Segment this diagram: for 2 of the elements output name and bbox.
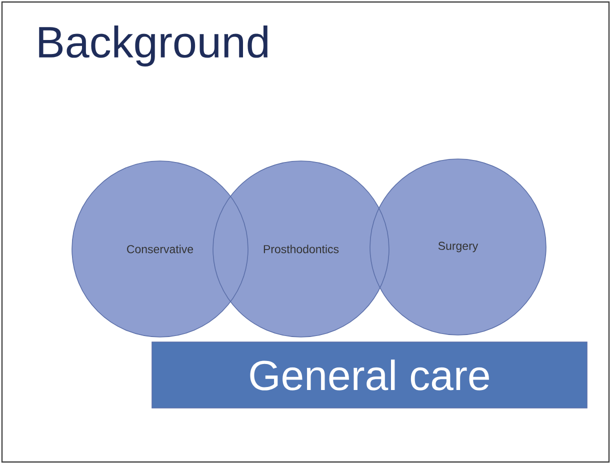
slide-title: Background	[39, 26, 268, 66]
base-bar: General care	[152, 342, 588, 408]
